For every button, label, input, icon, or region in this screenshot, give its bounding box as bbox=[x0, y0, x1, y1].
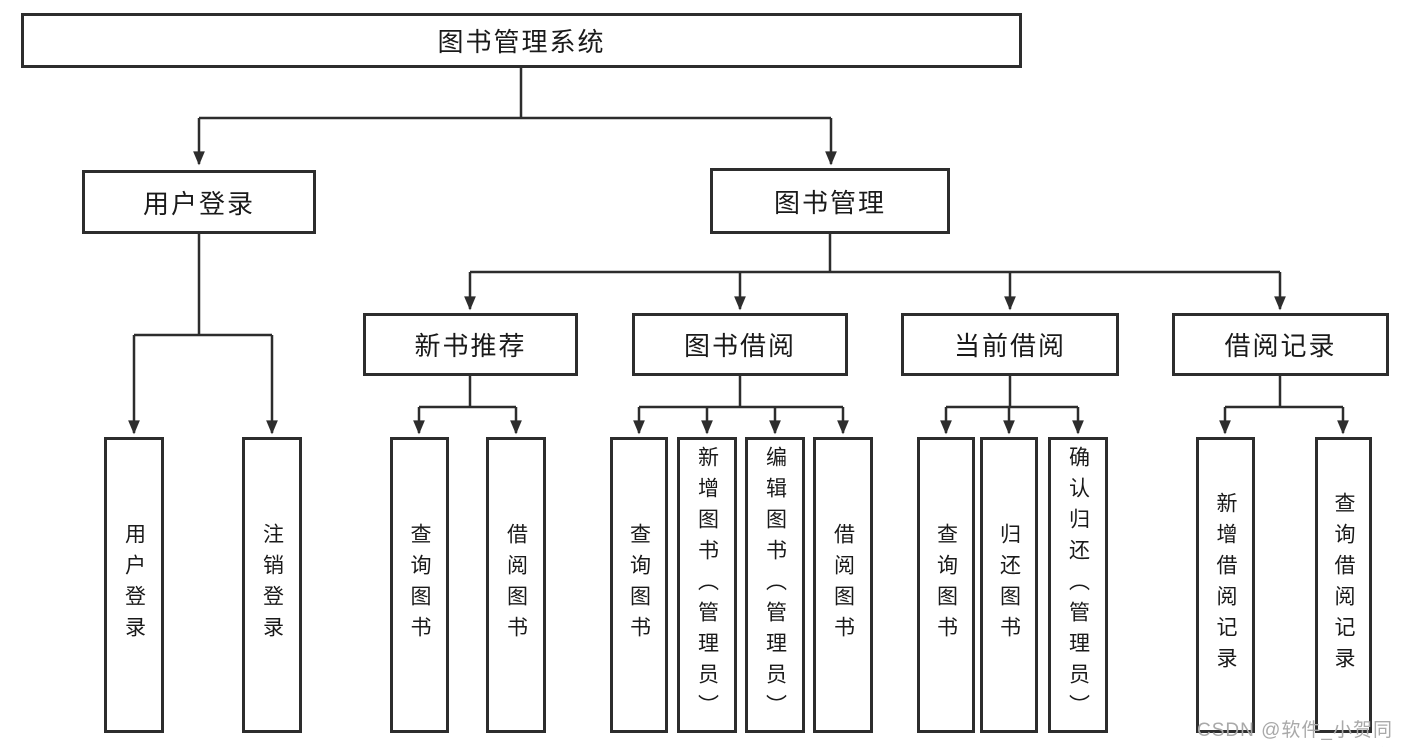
node-book-borrowing: 图书借阅 bbox=[632, 313, 848, 376]
csdn-watermark: CSDN @软件_小贺同学 bbox=[1197, 720, 1393, 741]
leaf-user-login: 用户登录 bbox=[104, 437, 164, 733]
node-book-management: 图书管理 bbox=[710, 168, 950, 234]
leaf-borrow-books-1: 借阅图书 bbox=[486, 437, 546, 733]
leaf-edit-books-admin: 编辑图书（管理员） bbox=[745, 437, 805, 733]
node-library-management-system: 图书管理系统 bbox=[21, 13, 1022, 68]
leaf-logout: 注销登录 bbox=[242, 437, 302, 733]
leaf-query-books-3: 查询图书 bbox=[917, 437, 975, 733]
node-new-book-recommendation: 新书推荐 bbox=[363, 313, 578, 376]
leaf-confirm-return-admin: 确认归还（管理员） bbox=[1048, 437, 1108, 733]
node-current-borrowing: 当前借阅 bbox=[901, 313, 1119, 376]
leaf-return-books: 归还图书 bbox=[980, 437, 1038, 733]
leaf-add-books-admin: 新增图书（管理员） bbox=[677, 437, 737, 733]
leaf-query-books-1: 查询图书 bbox=[390, 437, 449, 733]
node-user-login: 用户登录 bbox=[82, 170, 316, 234]
leaf-query-books-2: 查询图书 bbox=[610, 437, 668, 733]
leaf-borrow-books-2: 借阅图书 bbox=[813, 437, 873, 733]
leaf-query-borrow-record: 查询借阅记录 bbox=[1315, 437, 1372, 733]
leaf-add-borrow-record: 新增借阅记录 bbox=[1196, 437, 1255, 733]
node-borrowing-records: 借阅记录 bbox=[1172, 313, 1389, 376]
